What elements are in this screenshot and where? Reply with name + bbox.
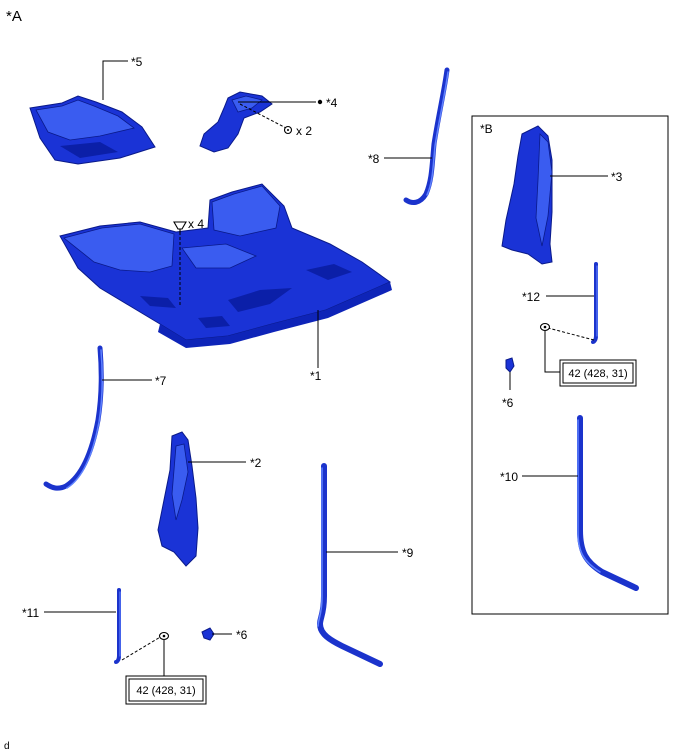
dash-4: [239, 103, 287, 129]
part-4-bracket: [199, 91, 273, 153]
clip-icon-1: [173, 221, 187, 233]
label-1: *1: [310, 369, 322, 383]
bolt-icon-a: [158, 631, 170, 641]
dot-4: [317, 99, 323, 105]
label-4: *4: [326, 96, 338, 110]
svg-text:42 (428, 31): 42 (428, 31): [568, 368, 627, 380]
part-1-floor-carpet: [59, 183, 392, 348]
part-12-trim-strip: [591, 262, 598, 344]
label-10: *10: [500, 470, 518, 484]
bolt-icon-b: [539, 322, 551, 332]
dash-12: [547, 327, 595, 341]
part-6-clip-a: [201, 627, 215, 641]
qty-x4: x 4: [188, 217, 204, 231]
part-9-trim-strip: [317, 463, 383, 667]
label-6-b: *6: [502, 396, 514, 410]
part-10-trim-strip: [577, 415, 639, 591]
clip-icon-4: [283, 125, 293, 135]
label-3: *3: [611, 170, 623, 184]
label-6-a: *6: [236, 628, 248, 642]
label-11: *11: [22, 606, 39, 620]
view-label-a: *A: [6, 8, 22, 25]
torque-box-b: 42 (428, 31): [559, 359, 637, 387]
label-8: *8: [368, 152, 380, 166]
qty-x2: x 2: [296, 124, 312, 138]
part-8-trim-strip: [403, 67, 450, 205]
leader-torque-b-h: [544, 360, 560, 373]
leader-5: [102, 60, 128, 100]
label-5: *5: [131, 55, 143, 69]
view-b-frame: [471, 115, 669, 615]
view-label-b: *B: [480, 122, 493, 136]
label-2: *2: [250, 456, 262, 470]
svg-text:42 (428, 31): 42 (428, 31): [136, 685, 195, 697]
part-6-clip-b: [505, 357, 515, 373]
label-7: *7: [155, 374, 167, 388]
part-5-rear-floor-carpet: [29, 95, 156, 165]
part-2-pillar-trim: [157, 431, 199, 567]
dash-11: [121, 635, 163, 661]
footer-code: d: [4, 741, 10, 752]
part-3-pillar-trim: [501, 125, 553, 265]
part-7-trim-strip: [43, 345, 104, 491]
part-11-trim-strip: [114, 588, 121, 664]
label-12: *12: [522, 290, 540, 304]
torque-box-a: 42 (428, 31): [125, 675, 207, 705]
label-9: *9: [402, 546, 414, 560]
